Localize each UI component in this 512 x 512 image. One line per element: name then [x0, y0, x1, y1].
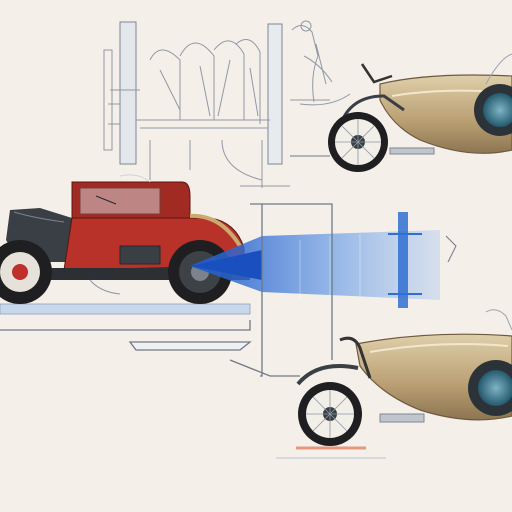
sketch-frame-lines: [0, 203, 333, 377]
motorcycle-sidecar-bottom: [276, 309, 512, 459]
sketch-engine-rig: [103, 20, 351, 188]
vintage-red-car: [0, 174, 251, 315]
motorcycle-sidecar-top: [290, 53, 512, 172]
blue-light-beam: [190, 212, 457, 308]
